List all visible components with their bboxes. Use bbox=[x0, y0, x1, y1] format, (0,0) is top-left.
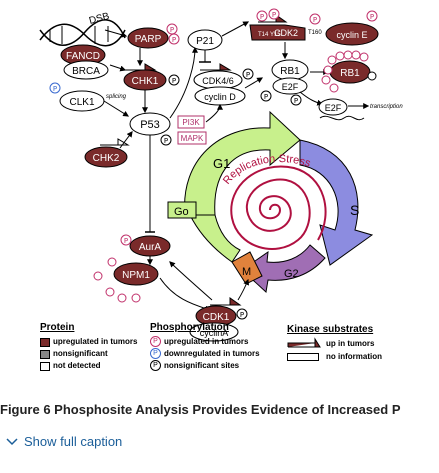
e2fa-label: E2F bbox=[282, 82, 299, 92]
mapk-label: MAPK bbox=[181, 134, 204, 143]
dsb-label: DSB bbox=[88, 11, 111, 27]
show-full-caption-link[interactable]: Show full caption bbox=[6, 434, 122, 449]
kinase-up-swatch bbox=[287, 337, 321, 348]
g0-label: Go bbox=[174, 206, 189, 218]
phospho-up-icon: P bbox=[150, 336, 161, 347]
rb1b-label: RB1 bbox=[340, 68, 360, 79]
legend-kinase-up: up in tumors bbox=[326, 339, 375, 348]
svg-text:P: P bbox=[240, 311, 244, 319]
svg-text:P: P bbox=[172, 77, 176, 85]
legend-phospho-title: Phosphorylation bbox=[150, 322, 229, 333]
svg-text:P: P bbox=[53, 85, 57, 93]
e2f-free-node: E2F bbox=[318, 98, 348, 116]
cdk1-node: CDK1 cyclinA bbox=[189, 297, 242, 342]
e2f-node: E2F bbox=[272, 77, 308, 95]
p53-label: P53 bbox=[140, 119, 160, 131]
rb1-node: RB1 bbox=[271, 59, 309, 81]
svg-text:P: P bbox=[294, 97, 298, 105]
svg-text:P: P bbox=[170, 26, 174, 34]
svg-text:P: P bbox=[164, 137, 168, 145]
npm1-label: NPM1 bbox=[122, 270, 150, 281]
svg-text:P: P bbox=[264, 93, 268, 101]
svg-text:P: P bbox=[260, 13, 264, 21]
rb1a-label: RB1 bbox=[280, 66, 300, 77]
y15-label: Y15 bbox=[270, 32, 281, 38]
clk1-node: CLK1 bbox=[59, 90, 105, 112]
cdk46-label: CDK4/6 bbox=[202, 76, 234, 86]
svg-text:P: P bbox=[172, 36, 176, 44]
pi3k-box: PI3K bbox=[177, 115, 205, 129]
fancd-label: FANCD bbox=[66, 51, 100, 62]
transcription-label: transcription bbox=[370, 104, 403, 110]
protein-nd-swatch bbox=[40, 362, 50, 371]
cyclina-label: cyclinA bbox=[200, 328, 229, 338]
cell-cycle-diagram: DSB PARP P P FANCD BRCA CHK1 P CLK1 P sp… bbox=[39, 8, 403, 342]
t14-label: T14 bbox=[258, 32, 269, 38]
chk2-node: CHK2 bbox=[84, 138, 130, 168]
parp-label: PARP bbox=[135, 34, 162, 45]
s-phase-arrow: S bbox=[299, 139, 374, 266]
legend-kinase-noinfo: no information bbox=[326, 352, 382, 361]
show-full-caption-label: Show full caption bbox=[24, 434, 123, 449]
legend-protein-nd: not detected bbox=[53, 361, 101, 370]
cdk2-label: CDK2 bbox=[274, 28, 298, 38]
kinase-noinfo-swatch bbox=[287, 353, 319, 361]
chk1-node: CHK1 bbox=[123, 63, 167, 91]
phospho-down-icon: P bbox=[150, 348, 161, 359]
s-label: S bbox=[350, 202, 359, 218]
brca-node: BRCA bbox=[63, 60, 109, 80]
svg-text:P: P bbox=[124, 237, 128, 245]
legend-protein-nonsig: nonsignificant bbox=[53, 349, 108, 358]
rb1-phospho-node: RB1 bbox=[329, 60, 371, 84]
g1-label: G1 bbox=[213, 156, 230, 171]
svg-text:P: P bbox=[313, 16, 317, 24]
parp-node: PARP bbox=[127, 27, 169, 49]
cdk1-label: CDK1 bbox=[203, 312, 230, 323]
cycline-node: cyclin E bbox=[325, 22, 379, 46]
legend-protein-up: upregulated in tumors bbox=[53, 337, 138, 346]
dna-helix-icon bbox=[39, 19, 126, 47]
npm1-psites bbox=[93, 257, 141, 303]
aura-label: AurA bbox=[139, 242, 162, 253]
svg-text:P: P bbox=[272, 11, 276, 19]
e2fb-label: E2F bbox=[325, 103, 342, 113]
p21-label: P21 bbox=[196, 36, 214, 47]
chk2-label: CHK2 bbox=[93, 153, 120, 164]
clk1-label: CLK1 bbox=[69, 97, 94, 108]
g2-label: G2 bbox=[284, 268, 299, 280]
p21-node: P21 bbox=[187, 29, 223, 51]
phospho-nonsig-icon: P bbox=[150, 360, 161, 371]
cycline-label: cyclin E bbox=[336, 30, 367, 40]
svg-text:P: P bbox=[370, 13, 374, 21]
npm1-node: NPM1 bbox=[113, 262, 159, 286]
chk1-label: CHK1 bbox=[132, 76, 159, 87]
cdk46-node: CDK4/6 cyclin D bbox=[193, 63, 246, 106]
cdk2-node: T14 Y15 CDK2 T160 bbox=[249, 14, 322, 41]
aura-node: AurA bbox=[129, 235, 171, 257]
p53-node: P53 bbox=[129, 112, 171, 136]
brca-label: BRCA bbox=[72, 66, 100, 77]
rb1-psites bbox=[321, 50, 377, 93]
legend-phospho-up: upregulated in tumors bbox=[164, 337, 249, 346]
legend-phospho-down: downregulated in tumors bbox=[164, 349, 260, 358]
svg-text:P: P bbox=[246, 71, 250, 79]
t160-label: T160 bbox=[308, 30, 322, 36]
g1-phase-arrow: G1 bbox=[184, 110, 301, 216]
protein-up-swatch bbox=[40, 338, 50, 347]
legend-phospho-nonsig: nonsignificant sites bbox=[164, 361, 240, 370]
mapk-box: MAPK bbox=[177, 131, 207, 145]
protein-nonsig-swatch bbox=[40, 350, 50, 359]
m-label: M bbox=[242, 266, 251, 278]
legend-kinase-title: Kinase substrates bbox=[287, 324, 374, 335]
cyclind-label: cyclin D bbox=[204, 92, 236, 102]
g0-phase-arrow: Go bbox=[167, 201, 241, 263]
legend-protein-title: Protein bbox=[40, 322, 75, 333]
pi3k-label: PI3K bbox=[182, 118, 200, 127]
chevron-down-icon bbox=[6, 434, 18, 449]
figure-caption-title: Figure 6 Phosphosite Analysis Provides E… bbox=[0, 402, 401, 417]
splicing-label: splicing bbox=[106, 94, 127, 100]
